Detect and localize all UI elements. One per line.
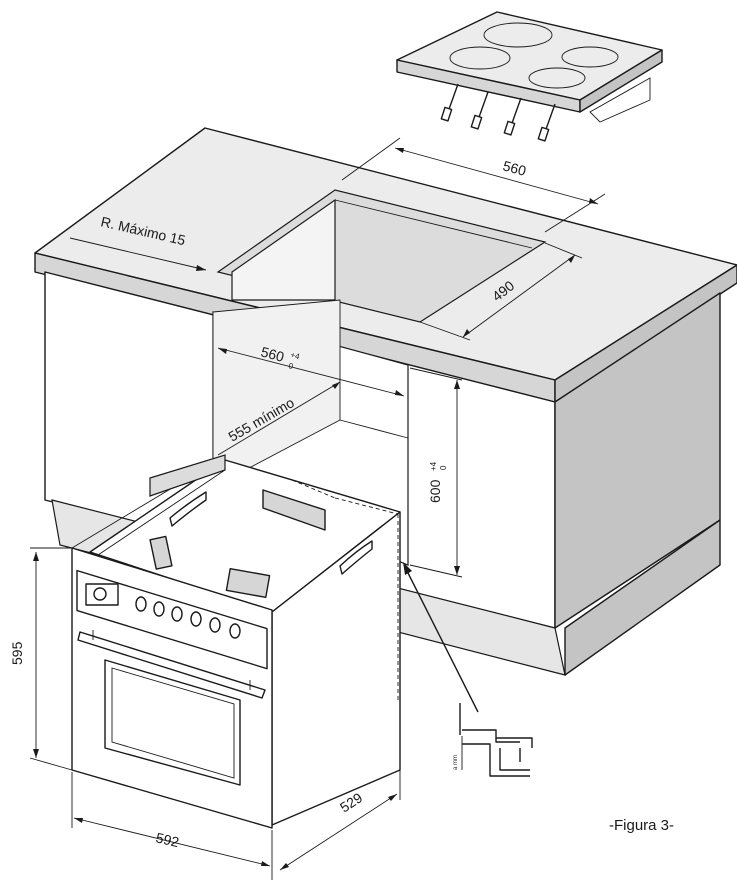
clearance-detail: a mm <box>453 703 533 777</box>
oven-width-label: 592 <box>154 829 181 850</box>
niche-height-tol-zero: 0 <box>439 465 448 470</box>
dim-oven-height: 595 <box>9 547 73 771</box>
cooktop-burner-back-left <box>483 22 553 48</box>
oven-clock-knob <box>93 587 107 601</box>
oven-knobs <box>135 596 241 639</box>
niche-width-tol-plus: +4 <box>289 350 301 361</box>
cooktop-burner-front-left <box>449 46 511 70</box>
cooktop-burner-back-right <box>561 46 619 68</box>
oven-door-handle <box>77 631 266 699</box>
dim-cutout-width: 560 <box>341 137 606 233</box>
dim-niche-width: 560 +4 0 <box>217 343 405 397</box>
dim-oven-width: 592 <box>71 772 273 880</box>
cooktop-burner-front-right <box>528 67 586 89</box>
niche-width-tol-zero: 0 <box>287 361 294 371</box>
cutout-width-label: 560 <box>501 157 528 179</box>
oven-door-window <box>104 659 241 786</box>
oven-display <box>85 583 119 606</box>
built-in-oven <box>71 454 401 829</box>
clearance-note: a mm <box>453 755 459 770</box>
niche-height-tol-plus: +4 <box>429 461 438 471</box>
clearance-arrow <box>403 562 479 713</box>
oven-height-label: 595 <box>9 641 25 665</box>
cooktop <box>396 11 663 142</box>
cooktop-cables <box>440 83 556 142</box>
dim-niche-height: 600 +4 0 <box>409 367 463 578</box>
worktop-cutout <box>216 189 547 323</box>
niche-width-label: 560 <box>259 343 286 365</box>
niche-height-label: 600 <box>427 479 443 503</box>
figure-caption: -Figura 3- <box>609 817 674 834</box>
